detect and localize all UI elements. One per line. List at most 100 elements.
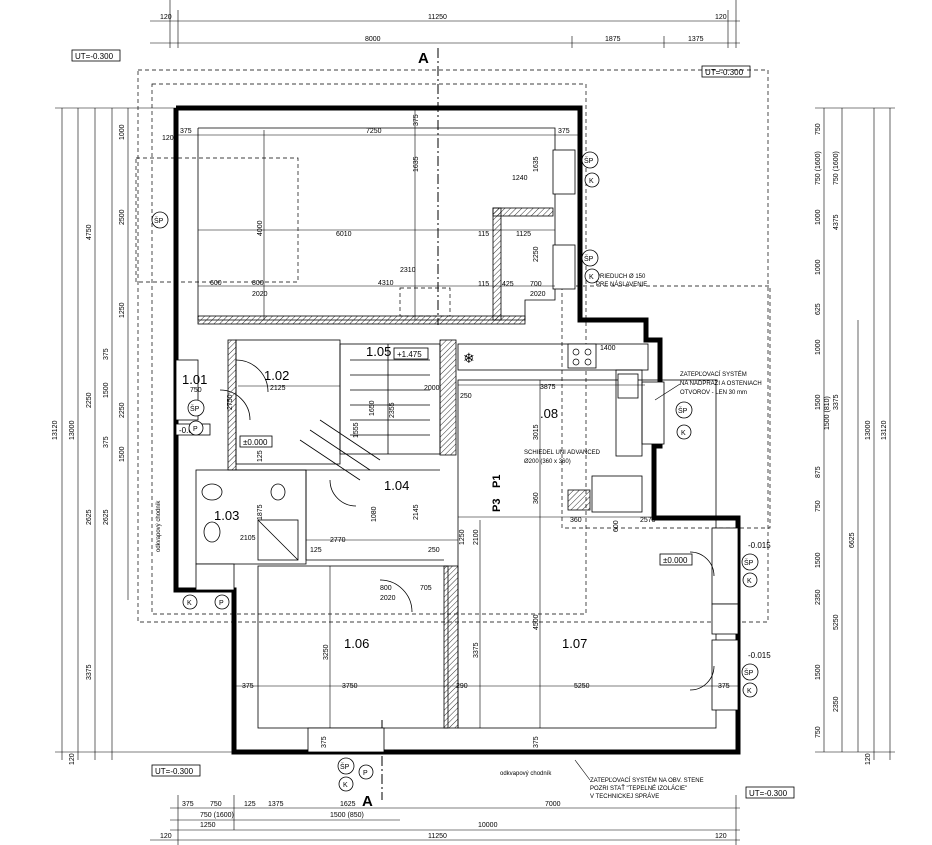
dim-bottom-120-left: 120 (160, 833, 172, 840)
dim-left-13000: 13000 (69, 420, 76, 440)
note-vent-2: PRE NÁSLAVENIE (596, 281, 647, 288)
overhang-left (135, 157, 299, 283)
dim-bottom-10000: 10000 (478, 822, 498, 829)
level-box (239, 435, 273, 448)
level-stair: +1.475 (397, 350, 422, 359)
dim-top-120-right: 120 (715, 14, 727, 21)
sp-symbol: ŠP (187, 399, 205, 417)
k-symbol: K (182, 594, 198, 610)
dim-115-b: 115 (478, 281, 489, 288)
sp-symbol: ŠP (581, 249, 599, 267)
dim-2020-a: 2020 (252, 291, 268, 298)
dim-top-1375: 1375 (688, 36, 704, 43)
top-dimension-lines (150, 0, 740, 48)
svg-text:K: K (343, 782, 348, 789)
dim-right-6625: 6625 (849, 532, 856, 548)
dim-right-625: 625 (815, 303, 822, 315)
dim-2250: 2250 (533, 246, 540, 262)
note-vent-1: PRIEDUCH Ø 150 (596, 274, 646, 280)
level-box (701, 65, 751, 78)
note-insul-right-3: OTVOROV - LEN 30 mm (680, 390, 747, 396)
k-symbol: K (584, 268, 600, 284)
svg-text:ŠP: ŠP (340, 762, 350, 771)
dim-left-1000: 1000 (119, 124, 126, 140)
door-swings (219, 359, 715, 691)
dim-600-b: 600 (613, 520, 620, 532)
level-ut-top-right: UT=-0.300 (705, 68, 744, 77)
level-ut-bottom-right: UT=-0.300 (749, 789, 788, 798)
left-dimension-lines (55, 107, 234, 760)
dim-right-1500-810: 1500 (810) (824, 396, 831, 430)
dim-bottom-11250: 11250 (428, 833, 447, 840)
svg-text:P: P (193, 426, 198, 433)
room-label-108: .08 (540, 406, 558, 421)
dim-right-875: 875 (815, 466, 822, 478)
sp-symbol: ŠP (337, 757, 355, 775)
dim-left-13120: 13120 (52, 420, 59, 440)
dim-right-3375: 3375 (833, 394, 840, 410)
dim-425: 425 (502, 281, 514, 288)
dim-bottom-120-right: 120 (715, 833, 727, 840)
dim-250-a: 250 (460, 393, 472, 400)
level-box (393, 347, 429, 360)
dim-right-750b: 750 (815, 500, 822, 512)
sp-symbol: ŠP (741, 663, 759, 681)
dim-3375: 3375 (473, 642, 480, 658)
dim-4500: 4500 (533, 614, 540, 630)
dim-left-1250: 1250 (119, 302, 126, 318)
dim-750-a: 750 (190, 387, 202, 394)
k-symbol: K (338, 776, 354, 792)
dim-800-b: 800 (380, 585, 392, 592)
dim-2125: 2125 (270, 385, 286, 392)
dim-7250: 7250 (366, 128, 382, 135)
dim-1400: 1400 (600, 345, 616, 352)
dim-top-1875: 1875 (605, 36, 621, 43)
dim-600: 600 (210, 280, 222, 287)
dim-bottom-1625: 1625 (340, 801, 356, 808)
dim-bottom-375: 375 (182, 801, 194, 808)
svg-text:ŠP: ŠP (584, 156, 594, 165)
dim-1080: 1080 (371, 506, 378, 522)
dim-2145: 2145 (413, 504, 420, 520)
dim-left-2250: 2250 (86, 392, 93, 408)
room-label-101: 1.01 (182, 372, 207, 387)
dim-1635: 1635 (413, 156, 420, 172)
note-walkway-bottom: odkvapový chodník (500, 771, 552, 777)
dim-360-a: 360 (533, 492, 540, 504)
dim-left-3375: 3375 (86, 664, 93, 680)
dim-left-2625b: 2625 (103, 509, 110, 525)
k-symbol: K (676, 424, 692, 440)
dim-right-2350b: 2350 (833, 696, 840, 712)
dim-3750: 3750 (342, 683, 358, 690)
overhang-opening (399, 287, 451, 317)
dim-4310: 4310 (378, 280, 394, 287)
dim-left-1500: 1500 (103, 382, 110, 398)
dim-375-e: 375 (718, 683, 730, 690)
level-box (71, 49, 121, 62)
dim-bottom-1500-850: 1500 (850) (330, 812, 364, 819)
dim-360-b: 360 (570, 517, 582, 524)
section-p1: P1 (491, 475, 503, 488)
dim-bottom-750-1600: 750 (1600) (200, 812, 234, 819)
dim-right-1000: 1000 (815, 209, 822, 225)
dim-2750: 2750 (227, 394, 234, 410)
dim-375-f: 375 (533, 736, 540, 748)
dim-115-a: 115 (478, 231, 489, 238)
dim-2770: 2770 (330, 537, 346, 544)
dim-right-750c: 750 (815, 726, 822, 738)
svg-text:K: K (589, 178, 594, 185)
note-insul-bottom-3: V TECHNICKEJ SPRÁVE (590, 793, 659, 800)
dim-1650: 1650 (369, 400, 376, 416)
dim-right-4375: 4375 (833, 214, 840, 230)
dim-left-2250b: 2250 (119, 402, 126, 418)
dim-bottom-1250: 1250 (200, 822, 216, 829)
dim-right-13120: 13120 (881, 420, 888, 440)
note-insul-bottom-2: POZRI STAŤ "TEPELNÉ IZOLÁCIE" (590, 784, 687, 792)
dim-125-a: 125 (310, 547, 322, 554)
bottom-dimension-lines (150, 795, 740, 845)
dim-right-5250: 5250 (833, 614, 840, 630)
dim-1250: 1250 (459, 529, 466, 545)
dim-1875: 1875 (257, 504, 264, 520)
dim-top-120-left: 120 (160, 14, 172, 21)
